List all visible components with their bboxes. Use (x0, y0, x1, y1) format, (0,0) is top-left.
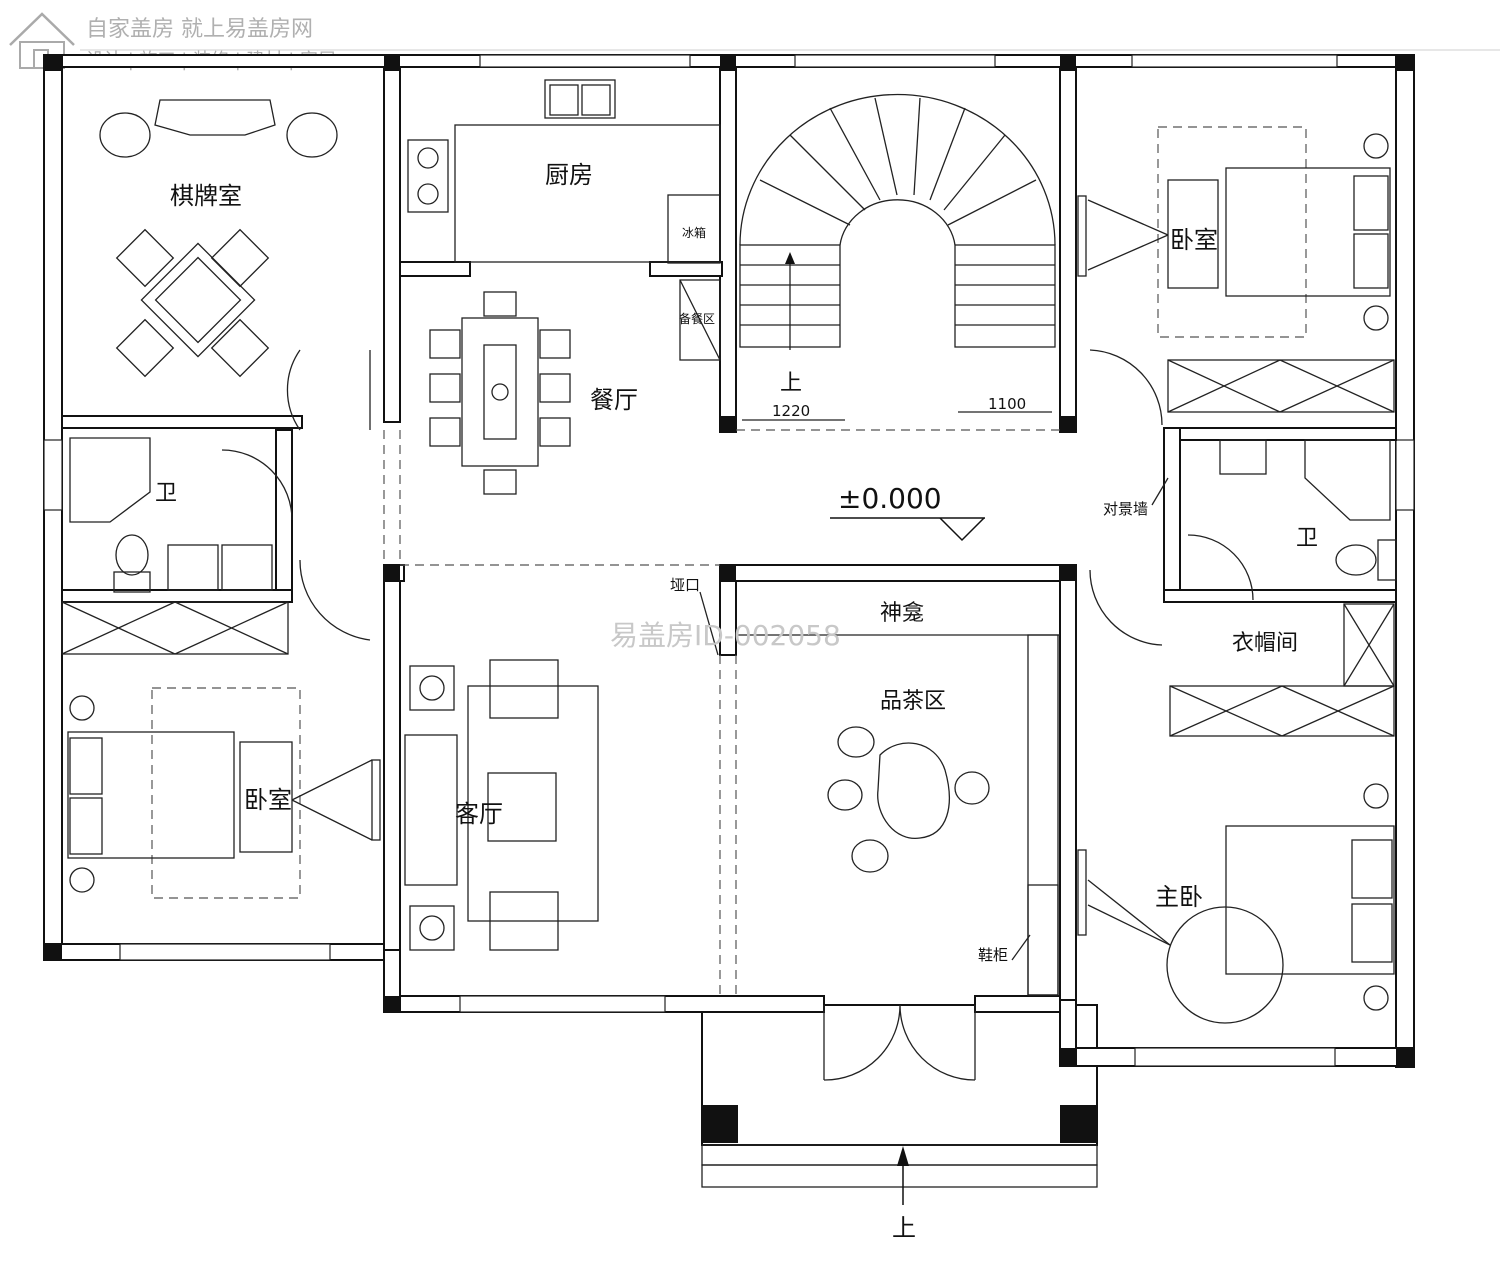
bath-left-label: 卫 (155, 481, 177, 506)
bath-right-label: 卫 (1296, 526, 1318, 551)
staircase (739, 93, 1056, 421)
left-bed (67, 695, 381, 893)
right-bed (1077, 133, 1395, 413)
living-furniture (404, 659, 599, 951)
entrance-arrow-icon (897, 1146, 909, 1166)
watermark-house-id: 易盖房ID-002058 (610, 619, 841, 652)
doors (221, 349, 1254, 1081)
dashed-lines (151, 126, 1307, 996)
kitchen-label: 厨房 (545, 161, 593, 189)
master-bedroom-label: 主卧 (1155, 883, 1203, 911)
entrance-up-label: 上 (892, 1214, 916, 1242)
opening-leader (699, 591, 719, 656)
shoe-cabinet-leader (1011, 934, 1031, 961)
screen-wall-leader (1151, 477, 1169, 506)
bedroom-right-label: 卧室 (1170, 226, 1218, 254)
tea-area-furniture (736, 634, 1060, 996)
chess-furniture (99, 99, 338, 378)
dining-label: 餐厅 (590, 386, 638, 414)
level-value: ±0.000 (838, 482, 942, 515)
stairs-dim-1: 1220 (772, 402, 810, 420)
dining-table (429, 291, 571, 495)
right-bath-fixtures (1219, 439, 1397, 581)
screen-wall-label: 对景墙 (1103, 500, 1148, 518)
wardrobe-left (61, 601, 289, 655)
bedroom-left-label: 卧室 (244, 786, 292, 814)
windows (43, 54, 1415, 1067)
living-label: 客厅 (455, 800, 503, 828)
shrine-label: 神龛 (880, 601, 924, 626)
interior-walls (44, 55, 1414, 1066)
level-mark (830, 517, 985, 542)
tea-area-label: 品茶区 (880, 689, 946, 714)
master-bed (1077, 783, 1395, 1024)
stairs-up-label: 上 (780, 371, 802, 396)
wardrobe-right (1169, 603, 1395, 737)
left-bath-fixtures (69, 437, 273, 593)
kitchen-fixtures (407, 79, 721, 361)
chess-room-label: 棋牌室 (170, 182, 242, 210)
house-logo-icon (9, 12, 75, 69)
fridge-label: 冰箱 (682, 225, 706, 240)
porch (701, 1004, 1098, 1205)
stairs-dim-2: 1100 (988, 395, 1026, 413)
opening-label: 垭口 (670, 576, 700, 594)
watermark-tagline: 自家盖房 就上易盖房网 (86, 17, 313, 42)
pantry-label: 备餐区 (679, 311, 715, 326)
shoe-cabinet-label: 鞋柜 (978, 946, 1008, 964)
wardrobe-label: 衣帽间 (1232, 631, 1298, 656)
